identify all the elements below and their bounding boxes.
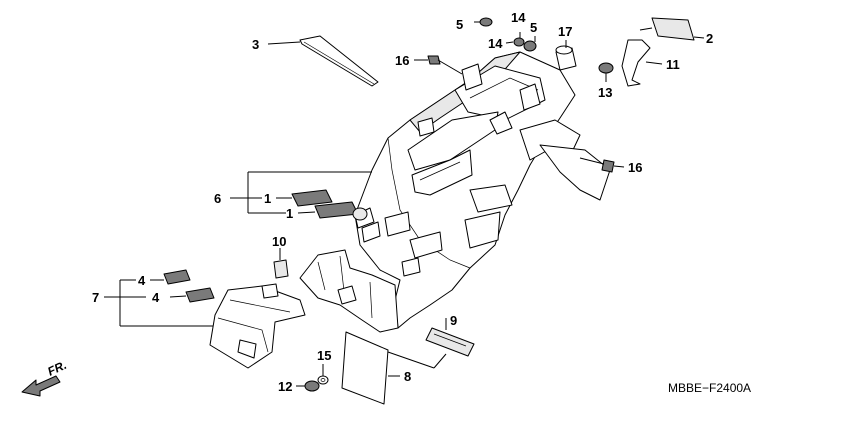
callout-4-lower: 4 xyxy=(152,290,160,305)
callout-9: 9 xyxy=(450,313,457,328)
callout-2: 2 xyxy=(706,31,713,46)
part-pads-1 xyxy=(230,171,372,221)
callout-10: 10 xyxy=(272,234,286,249)
part-grommet-13 xyxy=(598,62,614,82)
front-label: FR. xyxy=(45,358,68,379)
callout-16-lower: 16 xyxy=(628,160,642,175)
part-flap-plate xyxy=(341,331,447,405)
callout-5-right: 5 xyxy=(530,20,537,35)
rear-fender xyxy=(354,51,611,329)
callout-7: 7 xyxy=(92,290,99,305)
part-bolt-16-lower xyxy=(579,157,625,173)
callout-5-left: 5 xyxy=(456,17,463,32)
callout-15: 15 xyxy=(317,348,331,363)
callout-8: 8 xyxy=(404,369,411,384)
part-band xyxy=(267,35,379,87)
callout-4-upper: 4 xyxy=(138,273,146,288)
part-bolt-16-upper xyxy=(414,55,463,75)
part-bracket xyxy=(621,39,663,87)
callout-14-top: 14 xyxy=(511,10,526,25)
callout-1-upper: 1 xyxy=(264,191,271,206)
part-grommets-top xyxy=(474,17,537,52)
front-arrow: FR. xyxy=(21,358,69,397)
part-nut-12 xyxy=(296,380,320,392)
diagram-code: MBBE−F2400A xyxy=(668,381,751,395)
part-tag xyxy=(639,17,705,41)
callout-labels: 3 5 14 14 5 17 2 11 13 16 16 6 1 1 10 4 … xyxy=(92,10,713,394)
callout-6: 6 xyxy=(214,191,221,206)
callout-16-upper: 16 xyxy=(395,53,409,68)
part-lamp-bracket xyxy=(209,283,306,369)
part-reflector xyxy=(425,318,475,357)
part-collar xyxy=(555,40,577,71)
part-washer-15 xyxy=(317,364,329,385)
part-pads-4 xyxy=(104,269,216,327)
part-clip-10 xyxy=(273,248,289,279)
splash-guard xyxy=(299,249,399,333)
callout-17: 17 xyxy=(558,24,572,39)
callout-11: 11 xyxy=(666,57,680,72)
callout-14-mid: 14 xyxy=(488,36,503,51)
callout-12: 12 xyxy=(278,379,292,394)
callout-13: 13 xyxy=(598,85,612,100)
callout-3: 3 xyxy=(252,37,259,52)
callout-1-lower: 1 xyxy=(286,206,293,221)
